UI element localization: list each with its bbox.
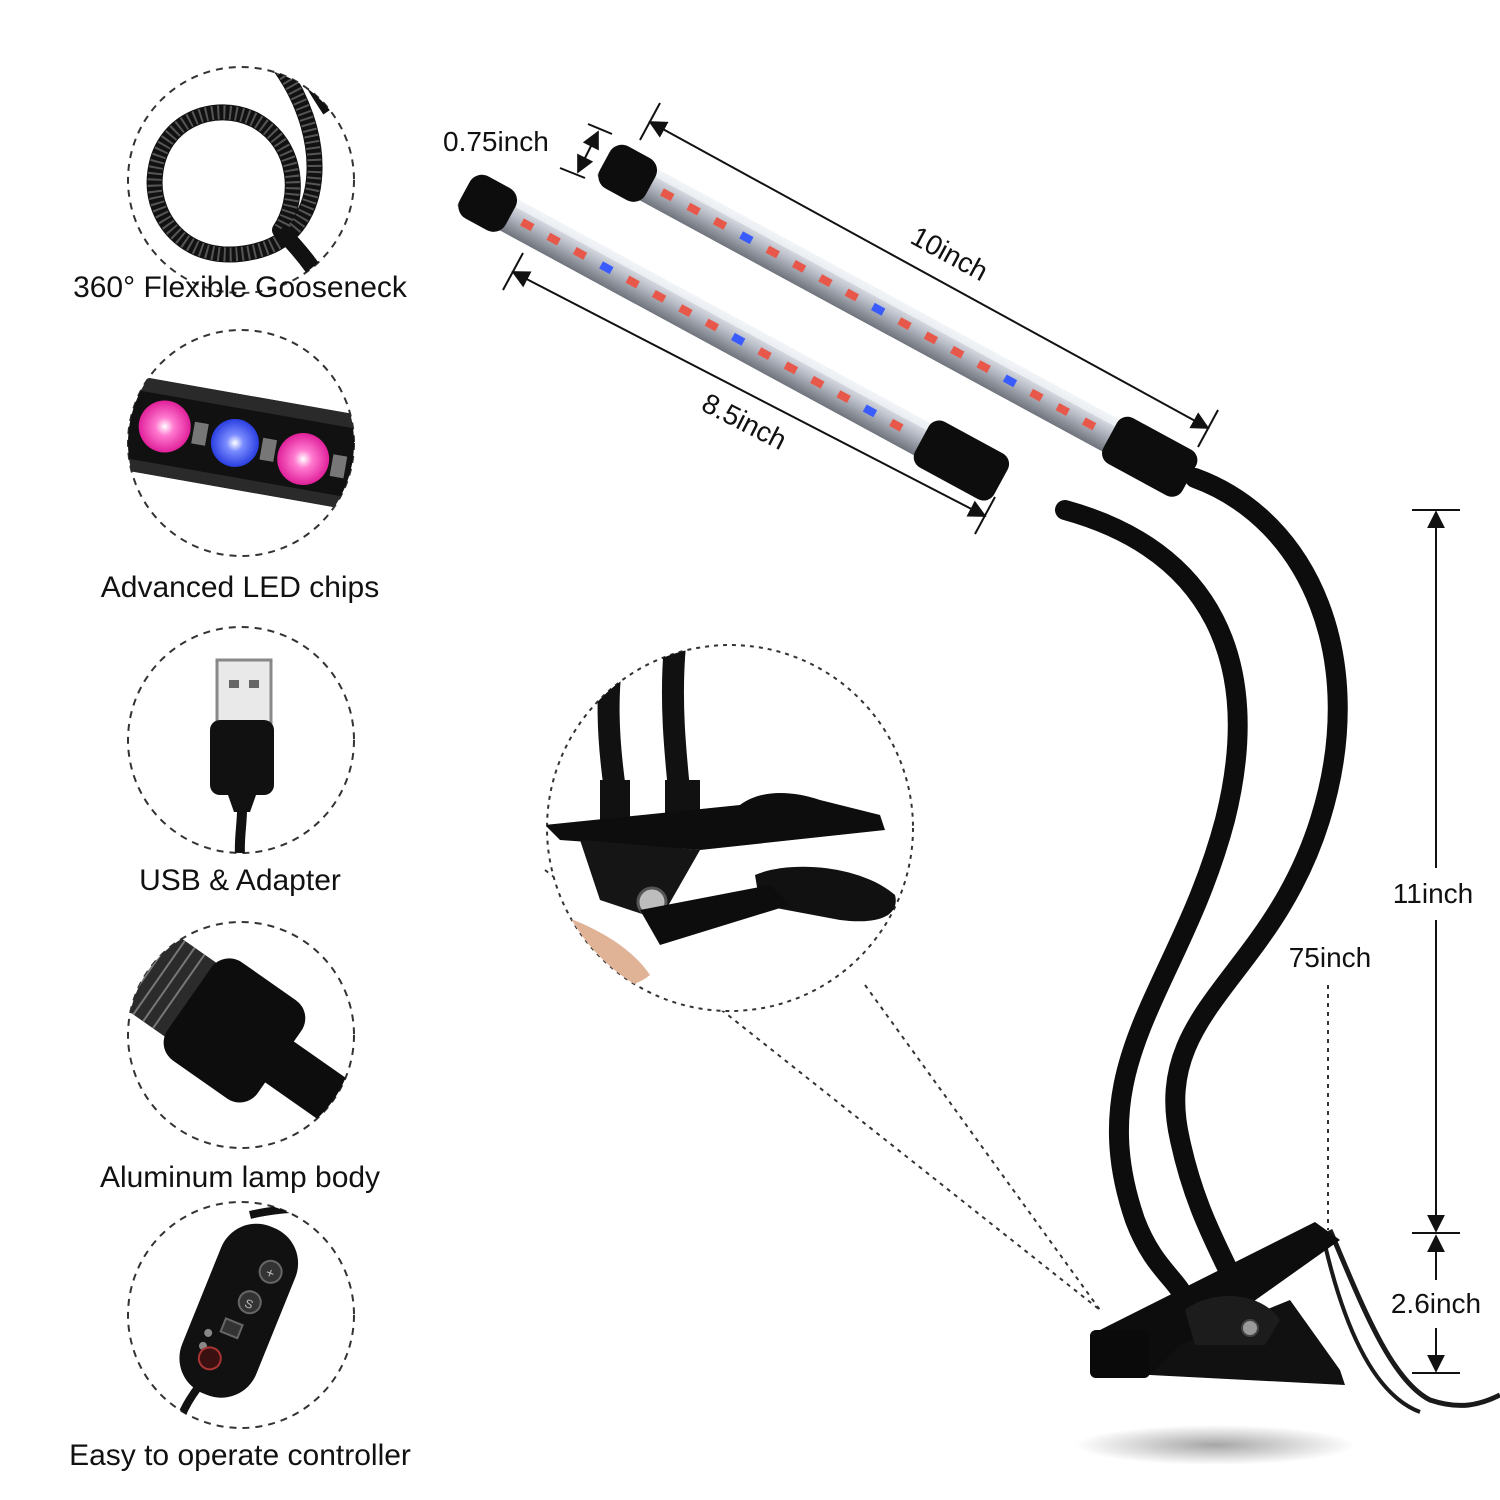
dimension-clip: 2.6inch — [1391, 1234, 1481, 1374]
clip-detail-callout — [544, 644, 1101, 1311]
dimension-label-lower-length: 8.5inch — [697, 387, 792, 456]
led-chip — [546, 232, 561, 246]
end-cap-lower — [458, 174, 518, 232]
feature-gooseneck: 360° Flexible Gooseneck — [73, 66, 408, 304]
dimension-lower-length: 8.5inch — [502, 252, 996, 535]
lamp-end-cap-icon — [128, 922, 354, 1148]
dimension-label-clip: 2.6inch — [1391, 1288, 1481, 1319]
dimension-height: 11inch — [1393, 509, 1473, 1234]
end-cap-upper — [598, 144, 658, 202]
clip-closeup-icon — [547, 645, 896, 987]
clamp-base — [1090, 1222, 1345, 1385]
dimension-label-width: 0.75inch — [443, 126, 549, 157]
feature-usb: USB & Adapter — [127, 626, 355, 897]
usb-plug-icon — [210, 658, 274, 853]
feature-label: USB & Adapter — [139, 864, 341, 897]
feature-label: Advanced LED chips — [101, 571, 380, 604]
led-strip-icon — [128, 371, 354, 516]
power-cable — [1327, 1229, 1500, 1408]
feature-controller: + S Easy to operate controller — [69, 1201, 411, 1472]
feature-label: Aluminum lamp body — [100, 1161, 380, 1194]
gooseneck-arm-lower — [1055, 500, 1248, 1300]
dimension-cable: 75inch — [1289, 942, 1372, 1230]
gooseneck-arm-upper — [1165, 468, 1348, 1295]
led-chip — [520, 218, 535, 232]
dimension-width: 0.75inch — [443, 123, 613, 179]
feature-led-chips: Advanced LED chips — [101, 329, 380, 604]
feature-aluminum-body: Aluminum lamp body — [100, 921, 380, 1194]
dimension-label-upper-length: 10inch — [906, 220, 993, 287]
feature-label: 360° Flexible Gooseneck — [73, 271, 408, 304]
feature-label: Easy to operate controller — [69, 1439, 411, 1472]
joint-cap-upper — [1102, 416, 1198, 497]
dimension-label-height: 11inch — [1393, 878, 1473, 909]
led-chip — [572, 247, 588, 260]
led-chip — [599, 261, 614, 275]
dimension-label-cable: 75inch — [1289, 942, 1372, 973]
